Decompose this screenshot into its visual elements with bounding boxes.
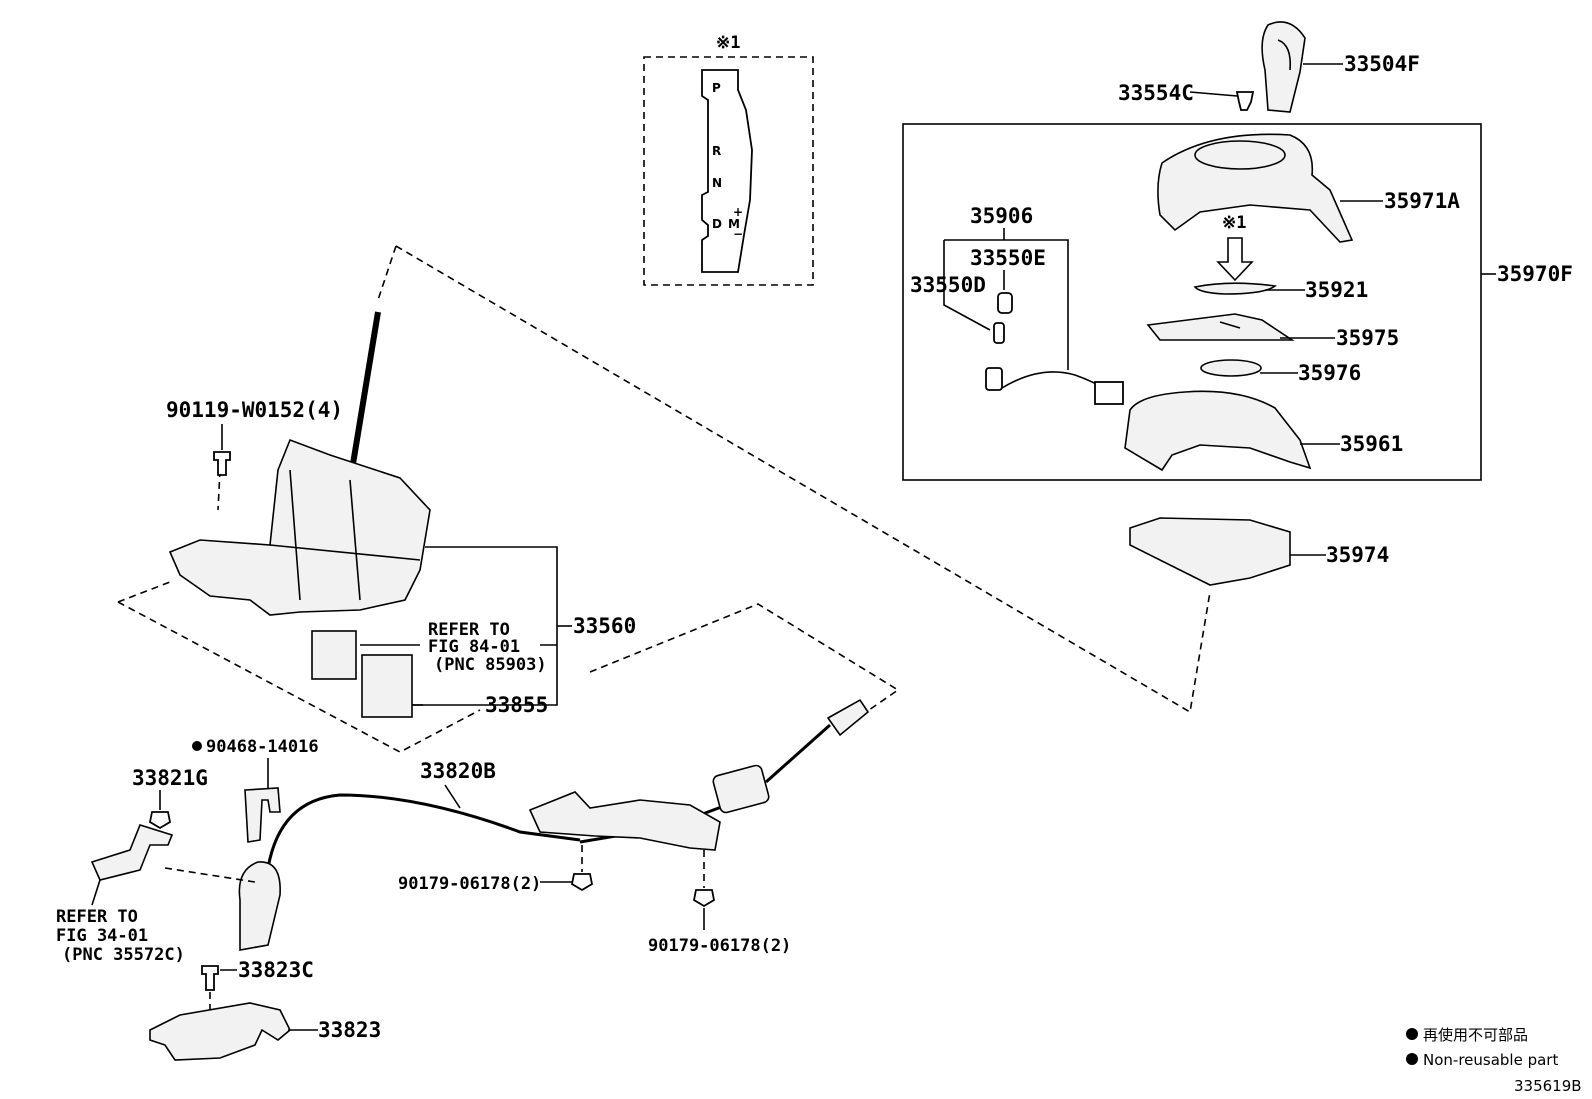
gate-r: R bbox=[712, 144, 721, 158]
label-33550e: 33550E bbox=[970, 246, 1046, 270]
guide-dash-bracket bbox=[164, 867, 256, 883]
gate-inset-box bbox=[643, 56, 814, 286]
part-35921 bbox=[1193, 282, 1277, 295]
label-35971a: 35971A bbox=[1384, 189, 1460, 213]
clip-90468 bbox=[244, 787, 281, 843]
ref1-line1: REFER TO bbox=[428, 620, 510, 640]
part-35976 bbox=[1200, 359, 1262, 377]
legend-jp: 再使用不可部品 bbox=[1423, 1026, 1528, 1044]
label-90468: 90468-14016 bbox=[206, 737, 319, 757]
label-33554c: 33554C bbox=[1118, 81, 1194, 105]
legend-dot-en bbox=[1406, 1053, 1418, 1065]
gate-m: M bbox=[728, 217, 740, 231]
label-35974: 35974 bbox=[1326, 543, 1389, 567]
solenoid-33855 bbox=[361, 654, 413, 718]
cable-end-eye bbox=[826, 698, 870, 737]
cover-35971a bbox=[1157, 133, 1354, 243]
harness-connector bbox=[1094, 381, 1124, 405]
cable-end-rod bbox=[765, 723, 831, 784]
label-33821g: 33821G bbox=[132, 766, 208, 790]
label-35921: 35921 bbox=[1305, 278, 1368, 302]
bolt-33823c bbox=[201, 965, 219, 991]
cable-bracket bbox=[528, 791, 721, 851]
socket bbox=[985, 367, 1003, 391]
label-90179-a: 90179-06178(2) bbox=[398, 874, 541, 894]
nut-33821g bbox=[148, 811, 172, 830]
gate-plus: + bbox=[733, 205, 743, 219]
nonreusable-dot-90468 bbox=[192, 741, 202, 751]
label-90179-b: 90179-06178(2) bbox=[648, 936, 791, 956]
label-35976: 35976 bbox=[1298, 361, 1361, 385]
ref1-line3: (PNC 85903) bbox=[434, 655, 547, 675]
note-arrow bbox=[1216, 237, 1254, 282]
bracket-33823 bbox=[149, 1002, 291, 1061]
label-35975: 35975 bbox=[1336, 326, 1399, 350]
cable-adjuster bbox=[712, 764, 770, 814]
connector-box bbox=[311, 630, 357, 680]
base-35974 bbox=[1129, 517, 1291, 586]
label-35906: 35906 bbox=[970, 204, 1033, 228]
label-33560: 33560 bbox=[573, 614, 636, 638]
nut-90179-b bbox=[692, 889, 716, 908]
housing-detail bbox=[269, 469, 421, 601]
label-35970f: 35970F bbox=[1497, 262, 1573, 286]
label-33855: 33855 bbox=[485, 693, 548, 717]
part-35975 bbox=[1146, 313, 1295, 341]
part-35975-slot bbox=[1219, 321, 1241, 329]
leader-33550d bbox=[943, 240, 991, 331]
clip-33554c bbox=[1235, 91, 1255, 111]
legend-en: Non-reusable part bbox=[1423, 1051, 1558, 1069]
label-35961: 35961 bbox=[1340, 432, 1403, 456]
shift-cable bbox=[266, 793, 581, 869]
nut-90179-a bbox=[570, 873, 594, 892]
label-90119: 90119-W0152(4) bbox=[166, 398, 343, 422]
leader-33820b bbox=[444, 784, 461, 809]
shift-lever-housing bbox=[168, 438, 431, 616]
knob-detail bbox=[1277, 39, 1292, 71]
guide-dash-cable bbox=[589, 603, 900, 731]
gate-minus: − bbox=[733, 227, 743, 241]
note-mark-inset: ※1 bbox=[716, 33, 740, 53]
guide-dash-left bbox=[117, 581, 171, 603]
label-33504f: 33504F bbox=[1344, 52, 1420, 76]
bulb-33550e bbox=[997, 292, 1013, 314]
cable-boot bbox=[238, 861, 281, 951]
guide-dash-lever bbox=[377, 245, 397, 301]
label-33823c: 33823C bbox=[238, 958, 314, 982]
ref2-line1: REFER TO bbox=[56, 907, 138, 927]
guide-dash-bottom bbox=[117, 601, 481, 753]
gate-p: P bbox=[712, 81, 721, 95]
legend-dot-jp bbox=[1406, 1028, 1418, 1040]
bracket-35906 bbox=[944, 239, 1069, 370]
wire-harness bbox=[1001, 371, 1111, 393]
ref2-line2: FIG 34-01 bbox=[56, 926, 148, 946]
cover-opening bbox=[1194, 140, 1286, 170]
bracket-33821g bbox=[90, 824, 174, 881]
bolt-90119 bbox=[213, 451, 231, 476]
gate-n: N bbox=[712, 176, 722, 190]
guide-dash-bolt bbox=[217, 469, 221, 511]
ref1-line2: FIG 84-01 bbox=[428, 637, 520, 657]
label-33550d: 33550D bbox=[910, 273, 986, 297]
label-33823: 33823 bbox=[318, 1018, 381, 1042]
shift-lever-rod bbox=[349, 311, 381, 471]
label-33820b: 33820B bbox=[420, 759, 496, 783]
figure-code: 335619B bbox=[1514, 1077, 1582, 1095]
gate-plate bbox=[701, 69, 753, 273]
gate-d: D bbox=[712, 217, 722, 231]
assembly-box-35970f bbox=[902, 123, 1482, 481]
bulb-33550d bbox=[993, 322, 1005, 344]
leader-33554c bbox=[1189, 91, 1238, 97]
ref2-line3: (PNC 35572C) bbox=[62, 945, 185, 965]
housing-35961 bbox=[1124, 390, 1312, 472]
shift-knob bbox=[1261, 21, 1306, 113]
leader-ref2 bbox=[91, 879, 101, 906]
note-mark-arrow: ※1 bbox=[1222, 213, 1246, 233]
guide-dash-top bbox=[395, 245, 1211, 714]
